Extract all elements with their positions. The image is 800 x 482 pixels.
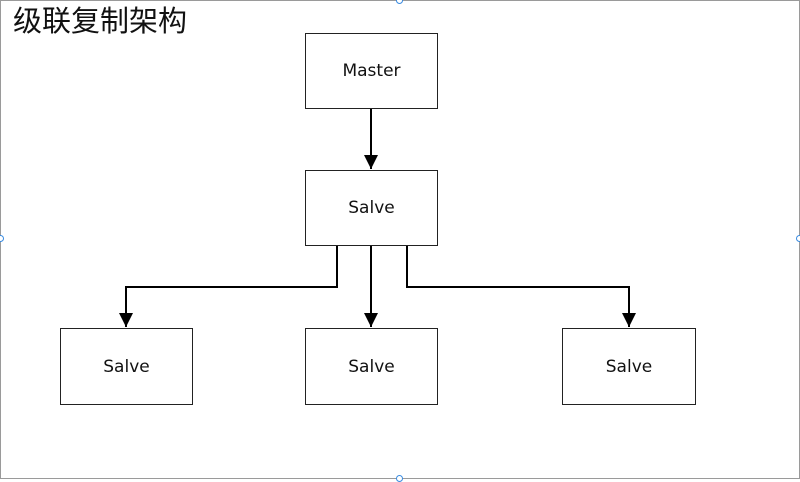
edge-salve-to-left-salve	[119, 245, 338, 327]
selection-handle-top[interactable]	[396, 0, 403, 4]
edge-salve-to-right-salve	[406, 245, 636, 327]
selection-handle-right[interactable]	[796, 235, 800, 242]
salve-node-center[interactable]: Salve	[305, 328, 438, 405]
salve-node-right[interactable]: Salve	[562, 328, 696, 405]
diagram-title: 级联复制架构	[13, 4, 188, 38]
selection-handle-left[interactable]	[0, 235, 4, 242]
master-node[interactable]: Master	[305, 33, 438, 109]
salve-node-middle[interactable]: Salve	[305, 170, 438, 246]
salve-node-left[interactable]: Salve	[60, 328, 193, 405]
